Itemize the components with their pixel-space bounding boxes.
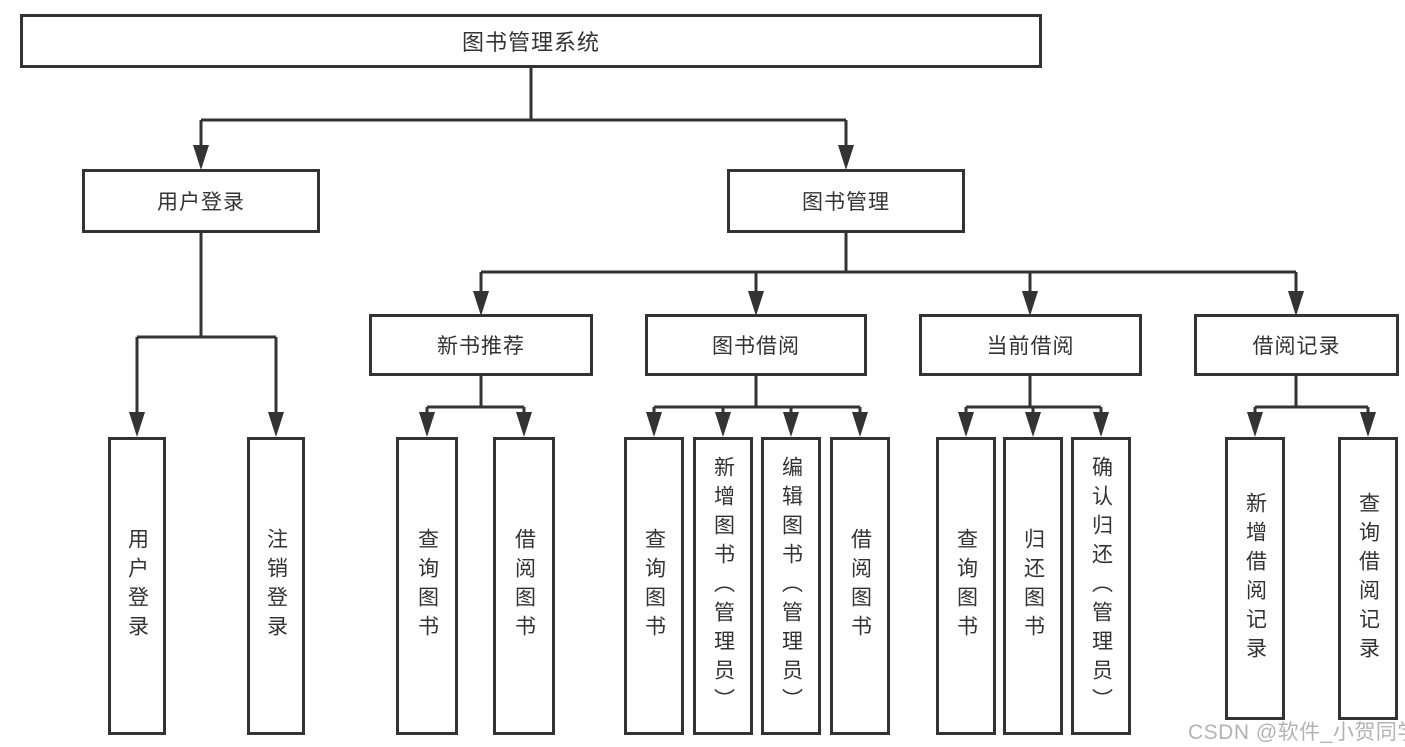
node-leaf-query-books-borrowing: 查询图书 [624,437,684,735]
node-book-management: 图书管理 [727,169,965,233]
node-library-management-system: 图书管理系统 [20,14,1042,68]
node-leaf-query-books-recommend-label: 查询图书 [415,528,439,644]
node-leaf-edit-books-admin-label: 编辑图书（管理员） [779,455,803,717]
node-leaf-borrow-books-borrowing-label: 借阅图书 [848,528,872,644]
node-leaf-edit-books-admin: 编辑图书（管理员） [761,437,821,735]
node-leaf-add-books-admin-label: 新增图书（管理员） [711,455,735,717]
node-library-management-system-label: 图书管理系统 [461,30,600,55]
node-leaf-user-login: 用户登录 [108,437,166,735]
node-leaf-add-books-admin: 新增图书（管理员） [693,437,753,735]
node-leaf-query-borrow-record-label: 查询借阅记录 [1356,491,1380,666]
node-leaf-borrow-books-recommend-label: 借阅图书 [512,528,536,644]
node-leaf-query-books-borrowing-label: 查询图书 [642,528,666,644]
node-leaf-query-books-current: 查询图书 [936,437,996,735]
node-leaf-logout-login: 注销登录 [247,437,305,735]
node-leaf-query-borrow-record: 查询借阅记录 [1338,437,1398,720]
node-leaf-user-login-label: 用户登录 [125,528,149,644]
node-new-book-recommend-label: 新书推荐 [437,335,525,358]
node-current-borrowing-label: 当前借阅 [986,335,1075,358]
node-leaf-borrow-books-recommend: 借阅图书 [493,437,555,735]
node-leaf-query-books-recommend: 查询图书 [396,437,458,735]
csdn-watermark: CSDN @软件_小贺同学 [1188,721,1405,744]
node-user-login: 用户登录 [82,169,320,233]
node-leaf-borrow-books-borrowing: 借阅图书 [830,437,890,735]
node-leaf-confirm-return-admin: 确认归还（管理员） [1071,437,1131,735]
node-leaf-return-books: 归还图书 [1003,437,1063,735]
node-book-management-label: 图书管理 [802,191,890,214]
node-current-borrowing: 当前借阅 [919,314,1142,376]
node-leaf-return-books-label: 归还图书 [1021,528,1045,644]
node-book-borrowing-label: 图书借阅 [712,335,800,358]
node-leaf-confirm-return-admin-label: 确认归还（管理员） [1089,455,1113,717]
node-leaf-add-borrow-record-label: 新增借阅记录 [1243,491,1267,666]
node-user-login-label: 用户登录 [157,191,245,214]
node-new-book-recommend: 新书推荐 [369,314,593,376]
node-leaf-add-borrow-record: 新增借阅记录 [1225,437,1285,720]
node-book-borrowing: 图书借阅 [645,314,867,376]
node-leaf-query-books-current-label: 查询图书 [954,528,978,644]
node-borrow-records-label: 借阅记录 [1252,335,1341,358]
node-borrow-records: 借阅记录 [1194,314,1399,376]
node-leaf-logout-login-label: 注销登录 [264,528,288,644]
